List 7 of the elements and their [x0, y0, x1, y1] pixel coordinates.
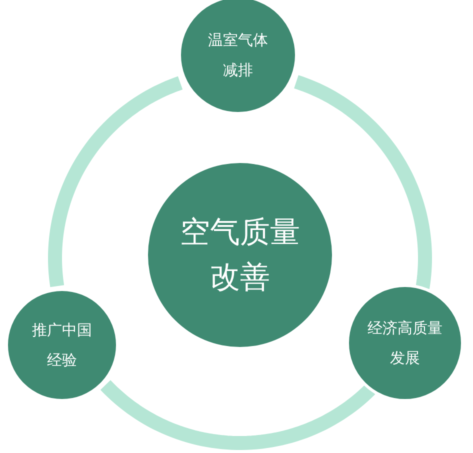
node-label: 推广中国经验: [31, 320, 93, 371]
node-label: 经济高质量发展: [366, 318, 444, 369]
node-label: 空气质量改善: [179, 214, 301, 297]
node-label: 温室气体减排: [207, 30, 269, 81]
ring-arc-connector: [48, 76, 184, 289]
ring-arc-connector: [100, 380, 376, 450]
ring-arc-connector: [293, 75, 432, 291]
